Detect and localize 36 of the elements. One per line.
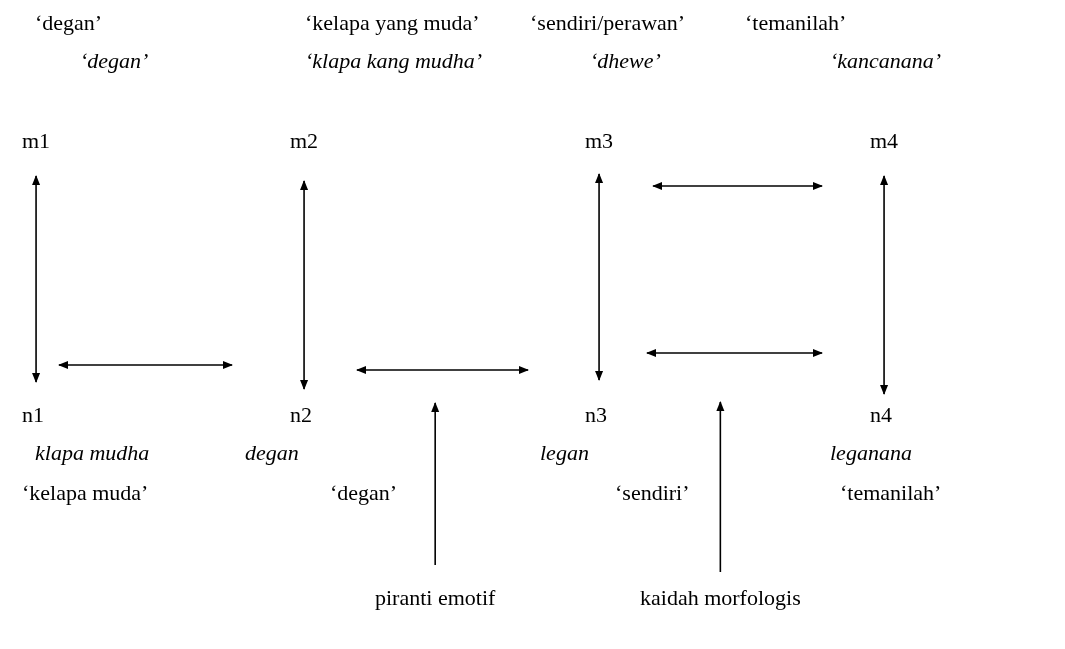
node-label: n1 [22, 402, 44, 428]
arrow [58, 361, 233, 369]
arrow [300, 180, 309, 390]
annotation-text: kaidah morfologis [640, 585, 801, 611]
arrow [32, 175, 41, 383]
gloss-text: ‘degan’ [80, 48, 149, 74]
gloss-text: ‘temanilah’ [745, 10, 847, 36]
gloss-text: ‘temanilah’ [840, 480, 942, 506]
arrow [652, 182, 823, 190]
gloss-text: ‘sendiri’ [615, 480, 690, 506]
gloss-text: ‘klapa kang mudha’ [305, 48, 483, 74]
gloss-text: degan [245, 440, 299, 466]
node-label: m1 [22, 128, 51, 154]
gloss-text: klapa mudha [35, 440, 150, 466]
gloss-text: ‘degan’ [330, 480, 398, 506]
gloss-text: ‘sendiri/perawan’ [530, 10, 686, 36]
gloss-text: ‘kelapa muda’ [22, 480, 149, 506]
gloss-text: ‘kancanana’ [830, 48, 942, 74]
arrow [716, 401, 725, 573]
node-label: m4 [870, 128, 899, 154]
node-label: n2 [290, 402, 312, 428]
gloss-text: leganana [830, 440, 912, 466]
gloss-text: legan [540, 440, 589, 466]
gloss-text: ‘kelapa yang muda’ [305, 10, 480, 36]
arrow [646, 349, 823, 357]
annotation-text: piranti emotif [375, 585, 496, 611]
arrow [880, 175, 889, 395]
gloss-text: ‘degan’ [35, 10, 103, 36]
gloss-text: ‘dhewe’ [590, 48, 661, 74]
node-label: n4 [870, 402, 892, 428]
arrow [595, 173, 604, 381]
node-label: m2 [290, 128, 319, 154]
arrow [431, 402, 440, 566]
node-label: m3 [585, 128, 614, 154]
arrow [356, 366, 529, 374]
node-label: n3 [585, 402, 607, 428]
